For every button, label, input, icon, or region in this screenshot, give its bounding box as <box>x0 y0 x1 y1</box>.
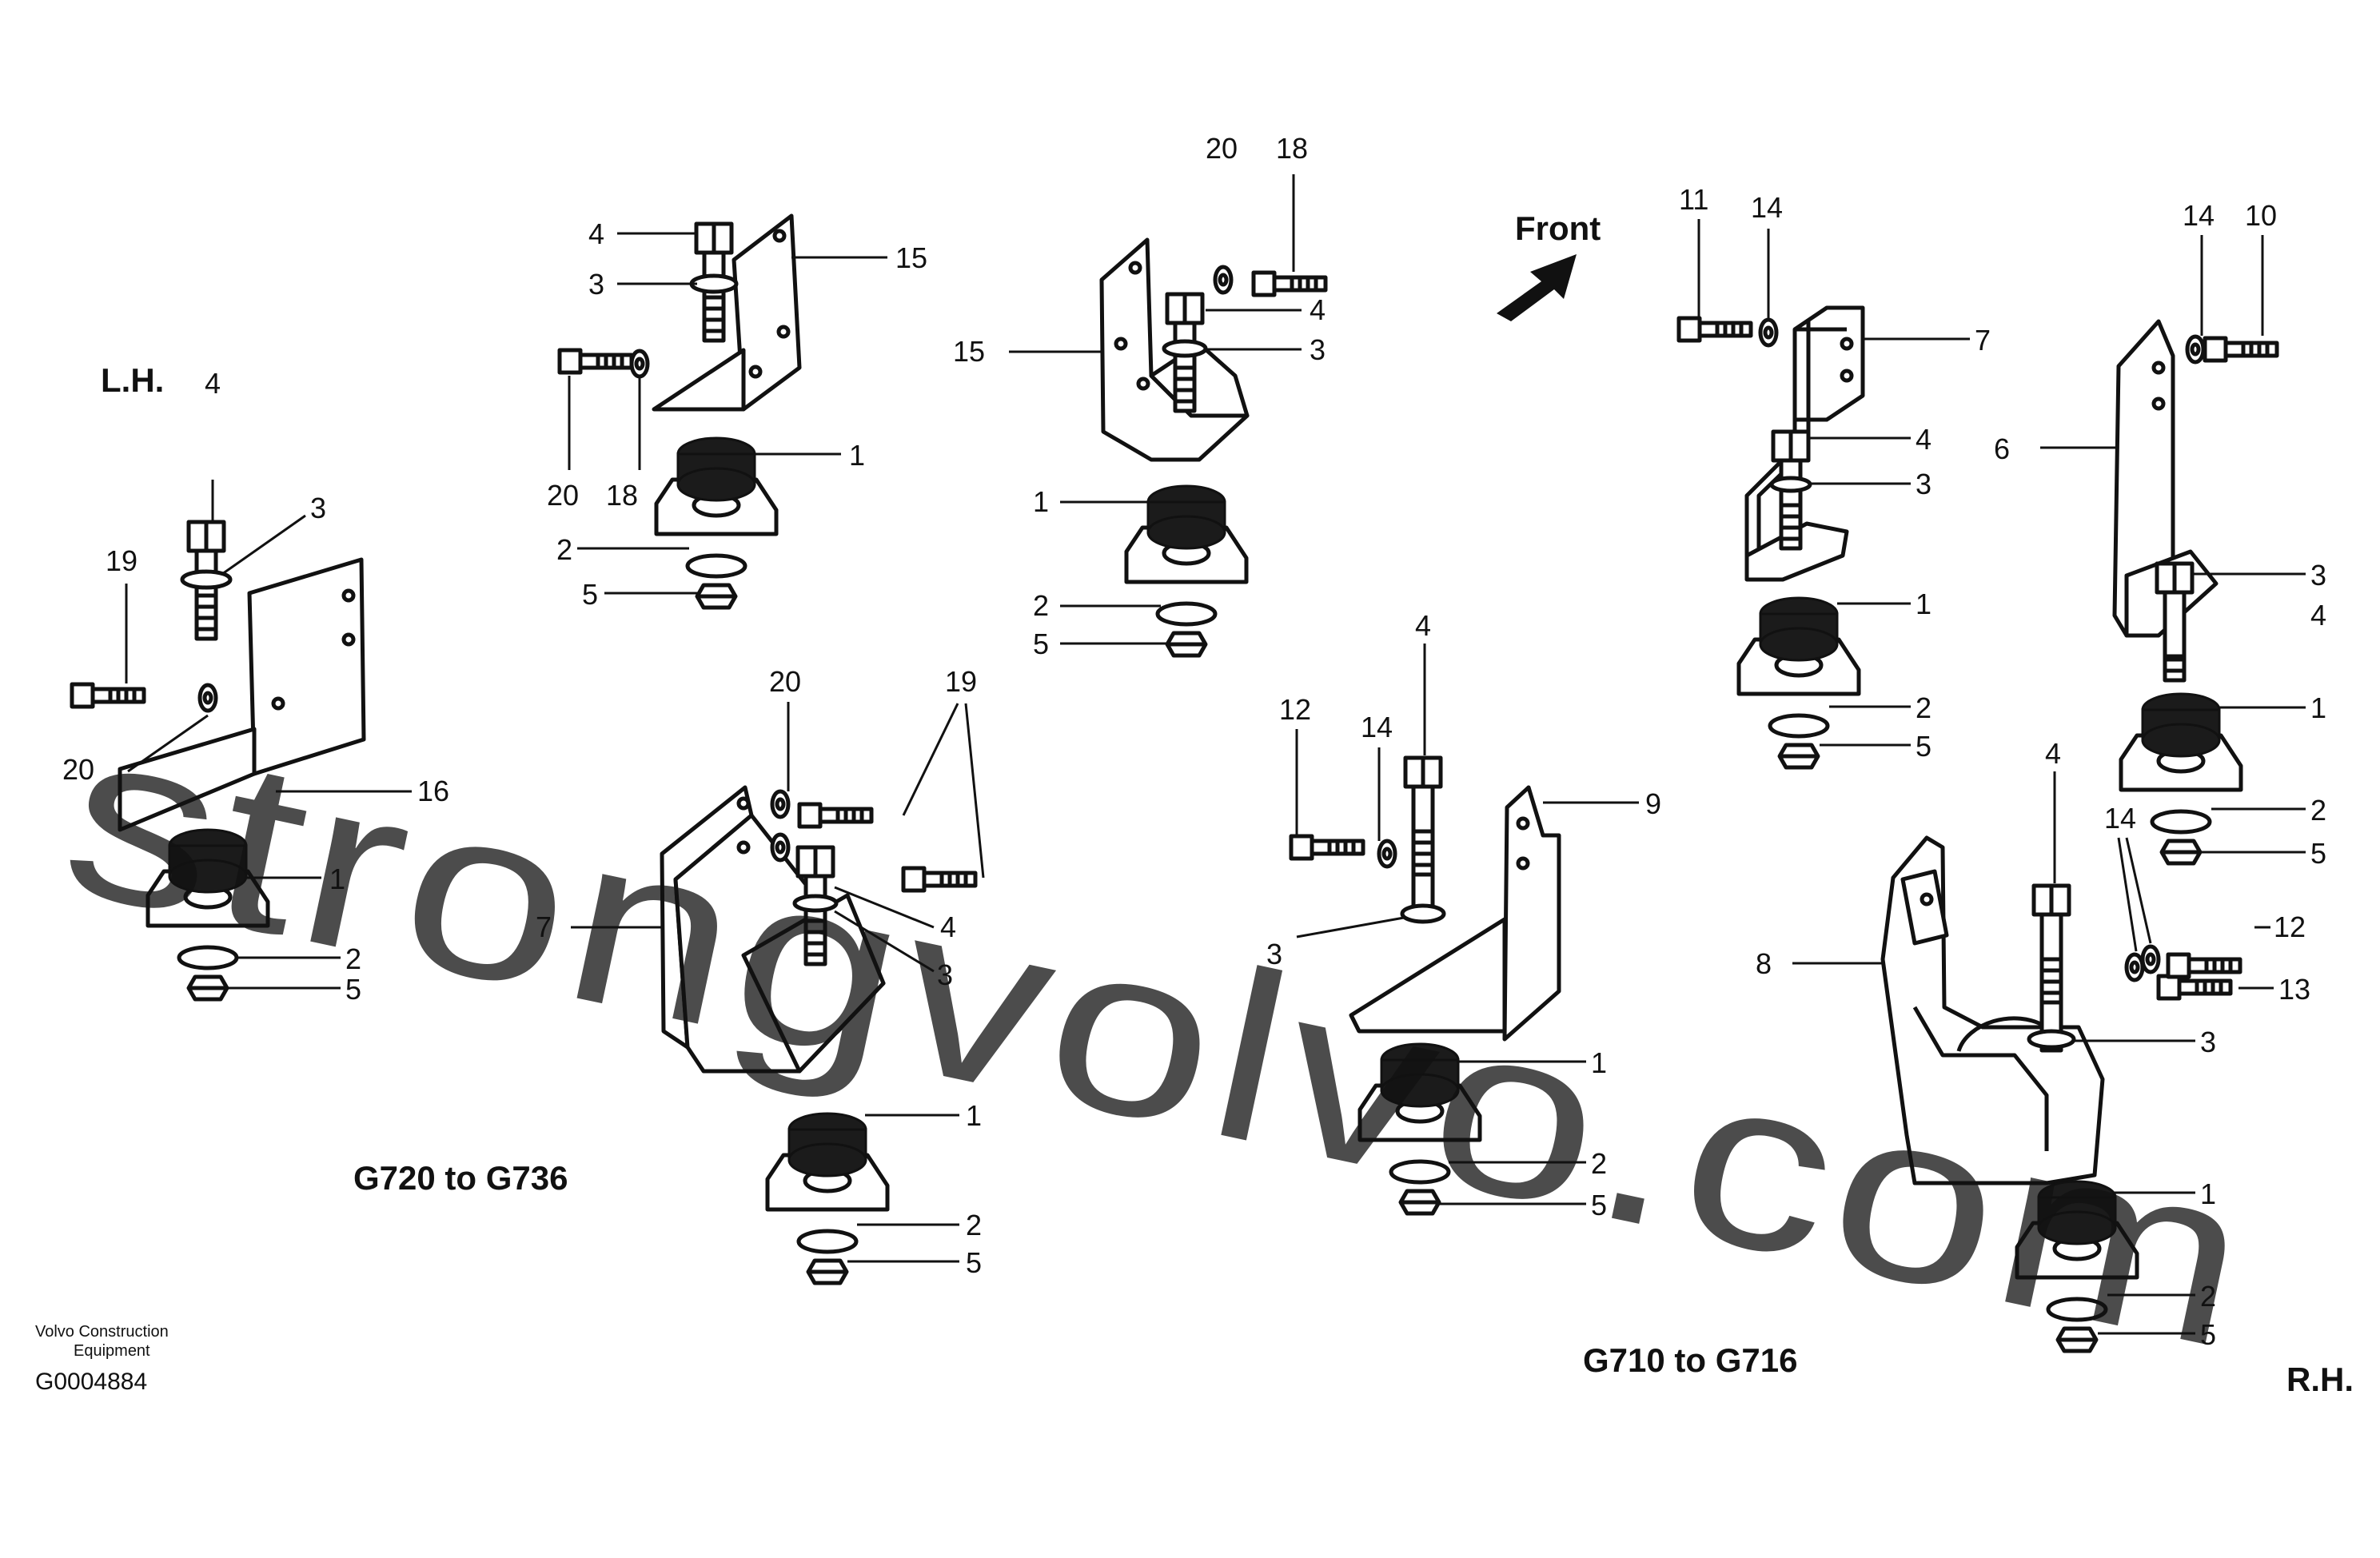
callout-g-3: 3 <box>2310 559 2326 592</box>
callout-f-14: 14 <box>1751 191 1783 224</box>
callout-a-16: 16 <box>417 775 449 807</box>
callout-d-20: 20 <box>769 665 801 698</box>
callout-g-5: 5 <box>2310 837 2326 870</box>
callout-d-5: 5 <box>966 1246 982 1279</box>
callout-h-4: 4 <box>2045 737 2061 770</box>
drawing-code: G0004884 <box>35 1369 147 1395</box>
callout-d-1: 1 <box>966 1099 982 1132</box>
assembly-g-far-right: 14 10 6 3 4 1 2 5 <box>1994 199 2326 870</box>
assembly-e-center-right: 4 12 14 9 3 1 2 5 <box>1266 609 1661 1221</box>
callout-e-3: 3 <box>1266 938 1282 970</box>
callout-e-1: 1 <box>1591 1046 1607 1079</box>
callout-a-2: 2 <box>345 942 361 975</box>
callout-c-20: 20 <box>1206 132 1238 165</box>
callout-e-14: 14 <box>1361 711 1393 743</box>
callout-f-3: 3 <box>1916 468 1932 500</box>
callout-h-2: 2 <box>2200 1280 2216 1313</box>
callout-b-3: 3 <box>588 268 604 301</box>
callout-g-6: 6 <box>1994 432 2010 465</box>
assembly-d-lower-left: 20 19 7 4 3 1 2 5 <box>536 665 985 1283</box>
callout-a-4: 4 <box>205 367 221 400</box>
front-arrow-icon <box>1497 254 1577 321</box>
label-front: Front <box>1515 209 1601 247</box>
callout-f-5: 5 <box>1916 730 1932 763</box>
callout-e-12: 12 <box>1279 693 1311 726</box>
brand-line-1: Volvo Construction <box>35 1323 169 1341</box>
callout-a-5: 5 <box>345 973 361 1006</box>
callout-f-11: 11 <box>1679 183 1708 216</box>
callout-h-13: 13 <box>2278 973 2310 1006</box>
brand-line-2: Equipment <box>74 1342 150 1360</box>
callout-d-4: 4 <box>940 910 956 943</box>
callout-b-15: 15 <box>895 241 927 274</box>
callout-b-4: 4 <box>588 217 604 250</box>
callout-h-12: 12 <box>2274 910 2306 943</box>
assembly-h-bottom-right: 4 14 12 13 8 3 1 2 5 <box>1756 737 2310 1351</box>
callout-f-2: 2 <box>1916 691 1932 724</box>
callout-h-8: 8 <box>1756 947 1772 980</box>
callout-e-4: 4 <box>1415 609 1431 642</box>
callout-d-7: 7 <box>536 910 552 943</box>
callout-b-1: 1 <box>849 439 865 472</box>
callout-d-3: 3 <box>937 958 953 991</box>
callout-c-3: 3 <box>1310 333 1326 366</box>
callout-c-18: 18 <box>1276 132 1308 165</box>
callout-b-18: 18 <box>606 479 638 512</box>
assembly-c-top-center: 18 20 4 3 15 1 2 5 <box>953 132 1326 660</box>
callout-c-4: 4 <box>1310 293 1326 326</box>
callout-d-19: 19 <box>945 665 977 698</box>
label-left-hand: L.H. <box>101 361 164 399</box>
callout-b-2: 2 <box>556 533 572 566</box>
callout-h-3: 3 <box>2200 1026 2216 1058</box>
callout-f-4: 4 <box>1916 423 1932 456</box>
callout-e-9: 9 <box>1645 787 1661 820</box>
label-right-hand: R.H. <box>2286 1361 2354 1398</box>
callout-a-20: 20 <box>62 753 94 786</box>
label-range-g710-g716: G710 to G716 <box>1583 1341 1797 1379</box>
callout-g-2: 2 <box>2310 794 2326 827</box>
callout-c-15: 15 <box>953 335 985 368</box>
callout-c-1: 1 <box>1033 485 1049 518</box>
callout-h-14: 14 <box>2104 802 2136 835</box>
callout-f-7: 7 <box>1975 324 1991 357</box>
callout-e-5: 5 <box>1591 1189 1607 1221</box>
callout-g-1: 1 <box>2310 691 2326 724</box>
callout-a-19: 19 <box>106 544 138 577</box>
callout-g-10: 10 <box>2245 199 2277 232</box>
callout-b-5: 5 <box>582 578 598 611</box>
callout-g-14: 14 <box>2183 199 2215 232</box>
callout-c-5: 5 <box>1033 628 1049 660</box>
callout-a-3: 3 <box>310 492 326 524</box>
assembly-f-top-right: 11 14 7 4 3 1 2 5 <box>1679 183 1991 767</box>
label-range-g720-g736: G720 to G736 <box>353 1159 568 1197</box>
callout-d-2: 2 <box>966 1209 982 1241</box>
callout-e-2: 2 <box>1591 1147 1607 1180</box>
assembly-a-left: 4 3 19 20 16 1 2 5 <box>62 367 449 1006</box>
callout-c-2: 2 <box>1033 589 1049 622</box>
callout-b-20: 20 <box>547 479 579 512</box>
callout-f-1: 1 <box>1916 588 1932 620</box>
callout-h-1: 1 <box>2200 1177 2216 1210</box>
assembly-b-top-left: 4 3 15 20 18 1 2 5 <box>547 213 927 611</box>
callout-g-4: 4 <box>2310 599 2326 632</box>
callout-a-1: 1 <box>329 863 345 895</box>
callout-h-5: 5 <box>2200 1318 2216 1351</box>
